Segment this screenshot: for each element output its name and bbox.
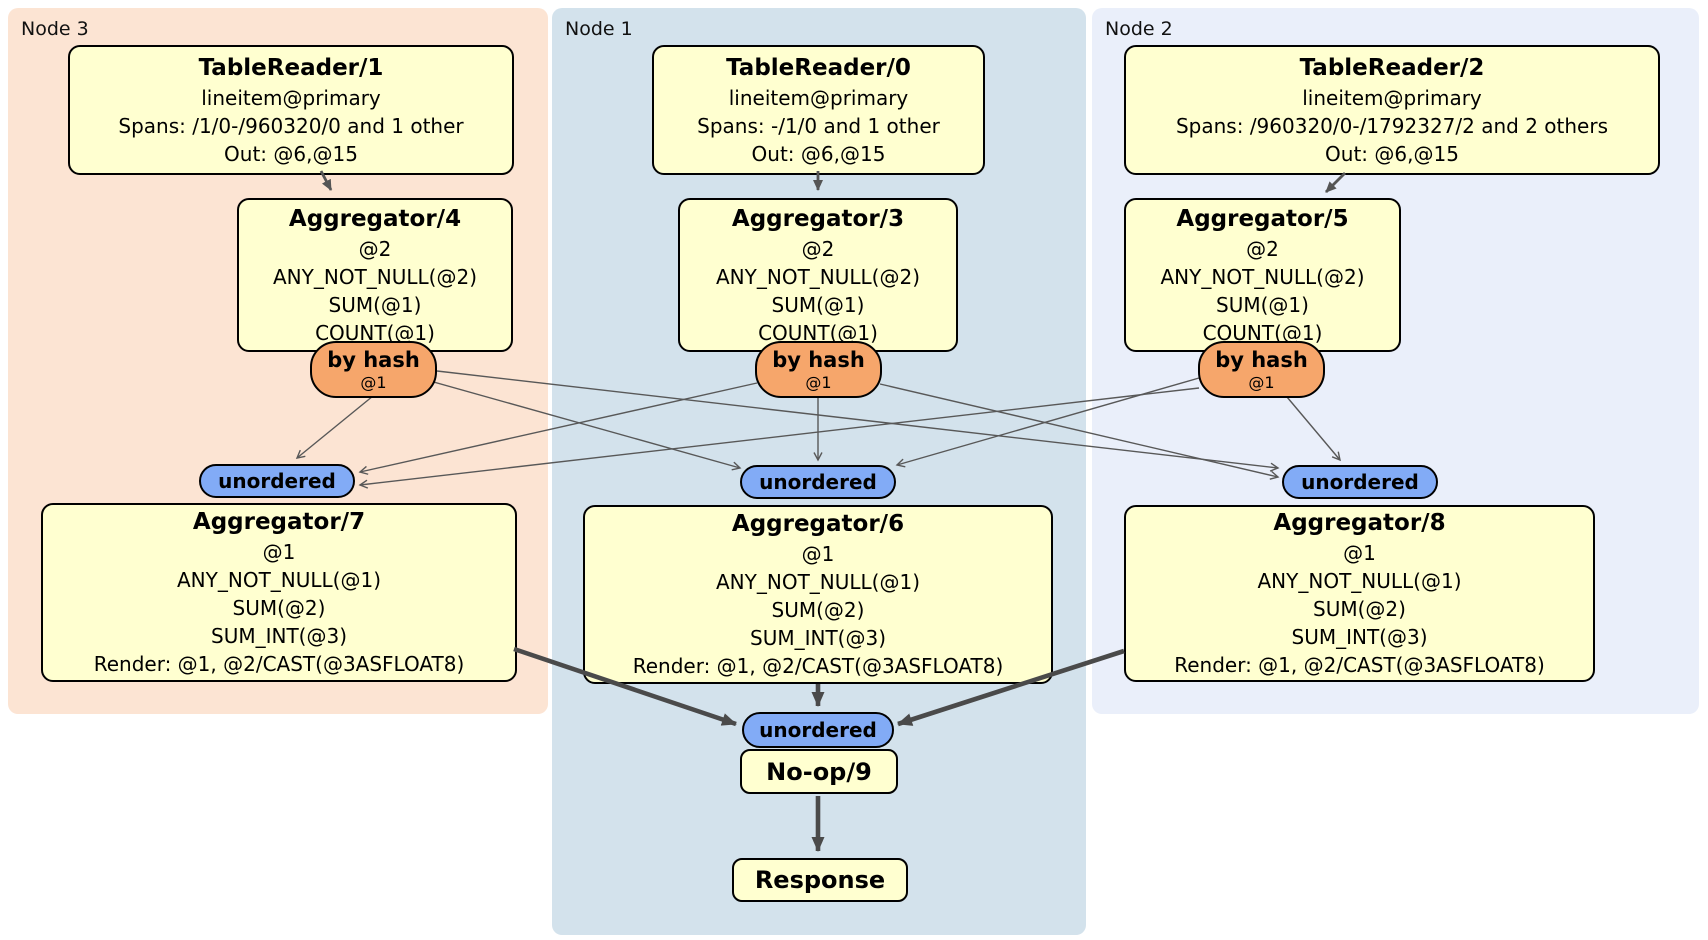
processor-detail-line: Render: @1, @2/CAST(@3ASFLOAT8) xyxy=(632,654,1004,678)
processor-detail-line: ANY_NOT_NULL(@2) xyxy=(273,264,477,289)
processor-detail-line: ANY_NOT_NULL(@1) xyxy=(716,570,920,594)
processor-detail-line: @1 xyxy=(262,540,296,564)
processor-detail-line: Render: @1, @2/CAST(@3ASFLOAT8) xyxy=(1174,653,1545,677)
router-label: by hash xyxy=(1215,347,1308,372)
region-label-node2: Node 2 xyxy=(1105,18,1173,40)
processor-detail-line: ANY_NOT_NULL(@1) xyxy=(177,568,381,592)
processor-detail-line: SUM_INT(@3) xyxy=(750,626,886,650)
processor-detail-line: lineitem@primary xyxy=(728,85,909,110)
router-by-hash-aggregator5: by hash @1 xyxy=(1198,341,1325,398)
processor-tablereader-2: TableReader/2 lineitem@primary Spans: /9… xyxy=(1124,45,1660,175)
processor-tablereader-1: TableReader/1 lineitem@primary Spans: /1… xyxy=(68,45,514,175)
processor-detail-line: @2 xyxy=(801,236,835,261)
processor-detail-line: Out: @6,@15 xyxy=(751,141,886,166)
router-label: by hash xyxy=(772,347,865,372)
router-label: unordered xyxy=(1301,470,1419,494)
processor-title: Aggregator/7 xyxy=(192,509,366,535)
processor-detail-line: Out: @6,@15 xyxy=(1325,141,1459,166)
processor-aggregator-8: Aggregator/8 @1 ANY_NOT_NULL(@1) SUM(@2)… xyxy=(1124,505,1595,682)
router-label: unordered xyxy=(218,469,336,493)
processor-detail-line: SUM(@1) xyxy=(771,292,865,317)
processor-detail-line: lineitem@primary xyxy=(201,85,381,110)
processor-detail-line: COUNT(@1) xyxy=(758,320,878,345)
processor-title: Aggregator/6 xyxy=(731,511,905,537)
processor-aggregator-7: Aggregator/7 @1 ANY_NOT_NULL(@1) SUM(@2)… xyxy=(41,503,517,682)
processor-detail-line: Spans: /960320/0-/1792327/2 and 2 others xyxy=(1175,113,1608,138)
router-by-hash-aggregator4: by hash @1 xyxy=(310,341,437,398)
router-label: unordered xyxy=(759,718,877,742)
processor-tablereader-0: TableReader/0 lineitem@primary Spans: -/… xyxy=(652,45,985,175)
processor-title: Aggregator/4 xyxy=(288,205,462,232)
processor-aggregator-4: Aggregator/4 @2 ANY_NOT_NULL(@2) SUM(@1)… xyxy=(237,198,513,352)
processor-title: Aggregator/3 xyxy=(731,205,905,232)
processor-aggregator-3: Aggregator/3 @2 ANY_NOT_NULL(@2) SUM(@1)… xyxy=(678,198,958,352)
processor-detail-line: @2 xyxy=(1246,236,1279,261)
router-detail: @1 xyxy=(360,372,387,392)
router-unordered-aggregator8: unordered xyxy=(1282,465,1438,499)
processor-detail-line: SUM(@1) xyxy=(328,292,422,317)
processor-detail-line: Spans: -/1/0 and 1 other xyxy=(697,113,940,138)
response-node: Response xyxy=(732,858,908,902)
processor-detail-line: SUM_INT(@3) xyxy=(1291,625,1428,649)
processor-detail-line: @2 xyxy=(358,236,392,261)
processor-detail-line: SUM(@2) xyxy=(232,596,326,620)
processor-detail-line: ANY_NOT_NULL(@2) xyxy=(1160,264,1365,289)
processor-detail-line: @1 xyxy=(801,542,835,566)
processor-title: TableReader/1 xyxy=(198,54,384,81)
router-label: by hash xyxy=(327,347,420,372)
router-unordered-aggregator6: unordered xyxy=(740,465,896,499)
processor-detail-line: lineitem@primary xyxy=(1302,85,1482,110)
processor-title: No-op/9 xyxy=(766,757,872,786)
router-detail: @1 xyxy=(805,372,832,392)
processor-detail-line: SUM(@2) xyxy=(771,598,865,622)
router-label: unordered xyxy=(759,470,877,494)
router-unordered-aggregator7: unordered xyxy=(199,464,355,498)
processor-title: TableReader/0 xyxy=(726,54,911,81)
region-label-node3: Node 3 xyxy=(21,18,89,40)
processor-title: Aggregator/5 xyxy=(1176,205,1349,232)
processor-detail-line: ANY_NOT_NULL(@2) xyxy=(716,264,920,289)
processor-title: TableReader/2 xyxy=(1299,54,1485,81)
processor-detail-line: Render: @1, @2/CAST(@3ASFLOAT8) xyxy=(93,652,465,676)
processor-title: Response xyxy=(754,866,886,894)
router-unordered-noop9: unordered xyxy=(742,712,894,748)
router-by-hash-aggregator3: by hash @1 xyxy=(755,341,882,398)
processor-noop-9: No-op/9 xyxy=(740,749,898,794)
processor-detail-line: SUM_INT(@3) xyxy=(211,624,347,648)
router-detail: @1 xyxy=(1248,372,1275,392)
processor-detail-line: COUNT(@1) xyxy=(1202,320,1323,345)
region-label-node1: Node 1 xyxy=(565,18,633,40)
processor-detail-line: ANY_NOT_NULL(@1) xyxy=(1257,569,1462,593)
processor-detail-line: SUM(@1) xyxy=(1216,292,1309,317)
processor-detail-line: COUNT(@1) xyxy=(315,320,435,345)
processor-title: Aggregator/8 xyxy=(1273,510,1446,536)
processor-detail-line: @1 xyxy=(1343,541,1376,565)
processor-aggregator-5: Aggregator/5 @2 ANY_NOT_NULL(@2) SUM(@1)… xyxy=(1124,198,1401,352)
processor-detail-line: Out: @6,@15 xyxy=(224,141,358,166)
processor-aggregator-6: Aggregator/6 @1 ANY_NOT_NULL(@1) SUM(@2)… xyxy=(583,505,1053,684)
processor-detail-line: SUM(@2) xyxy=(1313,597,1406,621)
processor-detail-line: Spans: /1/0-/960320/0 and 1 other xyxy=(118,113,464,138)
